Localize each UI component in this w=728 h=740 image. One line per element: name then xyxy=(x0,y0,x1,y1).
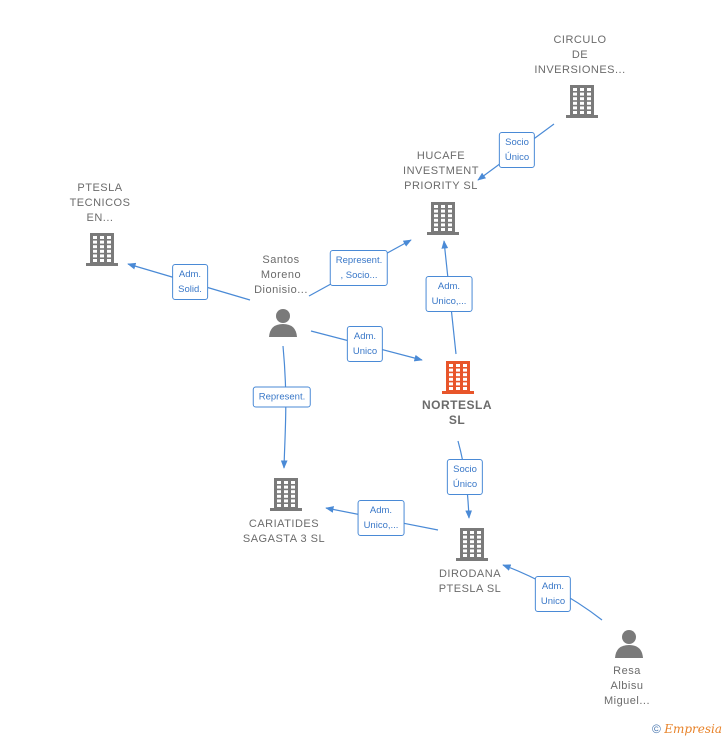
brand-logo[interactable]: Empresia xyxy=(664,722,722,736)
node-label-line: Santos xyxy=(262,254,300,266)
node-label-hucafe[interactable]: HUCAFE INVESTMENT PRIORITY SL xyxy=(403,149,479,194)
edge-label-santos-cariatides[interactable]: Represent. xyxy=(252,386,312,408)
dirodana-building-icon[interactable] xyxy=(456,528,488,561)
santos-person-icon[interactable] xyxy=(269,309,297,337)
node-label-line: Miguel... xyxy=(603,695,651,707)
node-label-line: PTESLA SL xyxy=(438,583,502,595)
node-label-line: DE xyxy=(571,49,589,61)
node-label-cariatides[interactable]: CARIATIDES SAGASTA 3 SL xyxy=(243,517,325,547)
node-label-line: INVERSIONES... xyxy=(534,64,626,76)
edge-label-line: Adm. xyxy=(369,505,393,516)
edge-label-line: Socio xyxy=(453,464,477,475)
node-label-line: PRIORITY SL xyxy=(404,180,478,192)
node-label-line: Dionisio... xyxy=(254,284,308,296)
node-label-line: CIRCULO xyxy=(553,34,607,46)
edge-label-resa-dirodana[interactable]: Adm. Unico xyxy=(534,576,572,612)
node-label-line: Resa xyxy=(613,665,641,677)
nortesla-building-icon[interactable] xyxy=(442,361,474,394)
node-label-line: TECNICOS xyxy=(69,197,131,209)
edge-label-line: Unico,... xyxy=(431,296,467,307)
edge-label-santos-ptesla[interactable]: Adm. Solid. xyxy=(172,264,208,300)
edge-label-santos-hucafe[interactable]: Represent. , Socio... xyxy=(329,250,389,286)
edge-label-line: Solid. xyxy=(178,284,202,295)
edge-label-line: Adm. xyxy=(178,269,202,280)
node-label-line: DIRODANA xyxy=(438,568,502,580)
cariatides-building-icon[interactable] xyxy=(270,478,302,511)
node-label-ptesla_tecnicos[interactable]: PTESLA TECNICOS EN... xyxy=(70,181,131,226)
node-label-line: HUCAFE xyxy=(416,150,466,162)
circulo-building-icon[interactable] xyxy=(566,85,598,118)
node-label-line: SAGASTA 3 SL xyxy=(242,533,326,545)
edge-label-nortesla-hucafe[interactable]: Adm. Unico,... xyxy=(425,276,473,312)
edge-label-line: Unico,... xyxy=(363,520,399,531)
node-label-line: CARIATIDES xyxy=(248,518,320,530)
edge-label-santos-nortesla[interactable]: Adm. Unico xyxy=(346,326,384,362)
edge-label-line: Único xyxy=(504,152,530,163)
node-label-line: Moreno xyxy=(260,269,302,281)
edge-santos-cariatides xyxy=(280,345,288,469)
node-label-circulo[interactable]: CIRCULO DE INVERSIONES... xyxy=(534,33,625,78)
edge-label-line: Unico xyxy=(352,346,378,357)
copyright-symbol: © xyxy=(652,722,661,736)
edge-label-dirodana-cariatides[interactable]: Adm. Unico,... xyxy=(357,500,405,536)
edge-label-line: Unico xyxy=(540,596,566,607)
edge-label-line: , Socio... xyxy=(340,270,378,281)
edge-label-line: Adm. xyxy=(353,331,377,342)
footer-brand: © Empresia xyxy=(652,722,722,736)
edge-label-line: Represent. xyxy=(335,255,383,266)
node-label-line: PTESLA xyxy=(77,182,123,194)
edge-label-line: Represent. xyxy=(258,391,306,403)
edge-label-line: Adm. xyxy=(541,581,565,592)
node-label-line: SL xyxy=(448,413,466,427)
resa-person-icon[interactable] xyxy=(615,630,643,658)
edge-label-line: Adm. xyxy=(437,281,461,292)
node-label-line: EN... xyxy=(86,212,114,224)
node-label-line: INVESTMENT xyxy=(403,165,479,177)
hucafe-building-icon[interactable] xyxy=(427,202,459,235)
ptesla_tecnicos-building-icon[interactable] xyxy=(86,233,118,266)
edge-label-line: Socio xyxy=(505,137,529,148)
node-label-line: Albisu xyxy=(610,680,644,692)
node-label-dirodana[interactable]: DIRODANA PTESLA SL xyxy=(439,567,502,597)
node-label-line: NORTESLA xyxy=(422,398,492,412)
edge-label-line: Único xyxy=(452,479,478,490)
